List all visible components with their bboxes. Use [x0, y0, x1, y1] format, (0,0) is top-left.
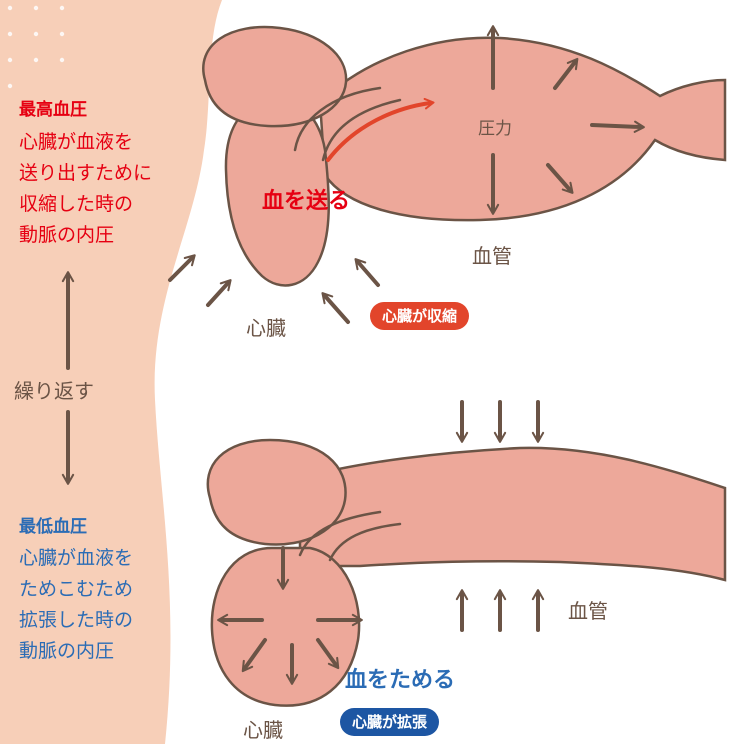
top-vessel-label: 血管 — [472, 240, 512, 269]
top-organ — [203, 27, 725, 285]
contraction-badge: 心臓が収縮 — [370, 302, 469, 330]
diastolic-line: 動脈の内圧 — [19, 636, 133, 667]
bottom-vessel-label: 血管 — [568, 595, 608, 624]
top-heart-label: 心臓 — [246, 312, 286, 341]
bottom-organ — [208, 440, 725, 706]
diastolic-line: 拡張した時の — [19, 605, 133, 636]
systolic-title: 最高血圧 — [19, 95, 87, 120]
diastolic-line: 心臓が血液を — [19, 543, 133, 574]
pump-label: 血を送る — [262, 183, 350, 215]
systolic-line: 心臓が血液を — [19, 127, 152, 158]
diastolic-description: 心臓が血液を ためこむため 拡張した時の 動脈の内圧 — [19, 543, 133, 667]
systolic-line: 動脈の内圧 — [19, 220, 152, 251]
repeat-label: 繰り返す — [14, 375, 94, 404]
pressure-label: 圧力 — [478, 114, 512, 139]
diastolic-title: 最低血圧 — [19, 512, 87, 537]
systolic-description: 心臓が血液を 送り出すために 収縮した時の 動脈の内圧 — [19, 127, 152, 251]
systolic-line: 送り出すために — [19, 158, 152, 189]
bottom-heart-label: 心臓 — [243, 714, 283, 743]
fill-label: 血をためる — [345, 662, 455, 694]
dilation-badge: 心臓が拡張 — [340, 708, 439, 736]
diastolic-line: ためこむため — [19, 574, 133, 605]
systolic-line: 収縮した時の — [19, 189, 152, 220]
